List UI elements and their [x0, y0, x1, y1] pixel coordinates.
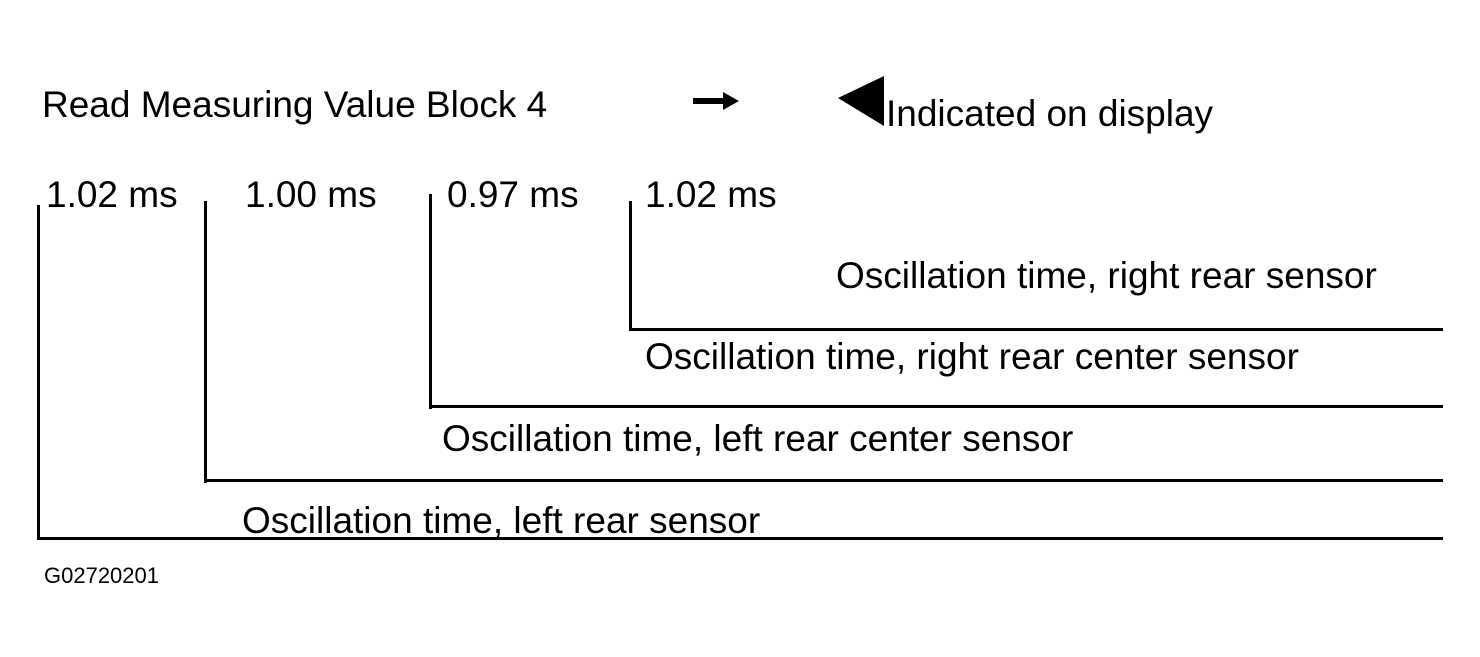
- value-right-rear-center: 0.97 ms: [447, 174, 579, 215]
- connector-left-rear-vertical: [37, 205, 40, 540]
- connector-right-rear-center-vertical: [429, 194, 432, 409]
- left-triangle-pointer-icon: [838, 76, 884, 126]
- value-left-rear: 1.02 ms: [46, 174, 178, 215]
- connector-right-rear-center-horizontal: [429, 405, 1443, 408]
- connector-left-rear-center-horizontal: [204, 479, 1443, 482]
- figure-id: G02720201: [44, 563, 159, 588]
- value-left-rear-center: 1.00 ms: [245, 174, 377, 215]
- description-right-rear-center: Oscillation time, right rear center sens…: [645, 336, 1299, 377]
- connector-left-rear-center-vertical: [204, 201, 207, 483]
- description-right-rear: Oscillation time, right rear sensor: [836, 255, 1377, 296]
- description-left-rear-center: Oscillation time, left rear center senso…: [442, 418, 1074, 459]
- display-indicator-label: Indicated on display: [886, 93, 1214, 134]
- description-left-rear: Oscillation time, left rear sensor: [242, 500, 761, 541]
- connector-left-rear-horizontal: [37, 537, 1443, 540]
- block-title: Read Measuring Value Block 4: [42, 84, 548, 125]
- connector-right-rear-horizontal: [629, 328, 1443, 331]
- value-right-rear: 1.02 ms: [645, 174, 777, 215]
- connector-right-rear-vertical: [629, 201, 632, 331]
- right-arrow-icon: [693, 92, 739, 110]
